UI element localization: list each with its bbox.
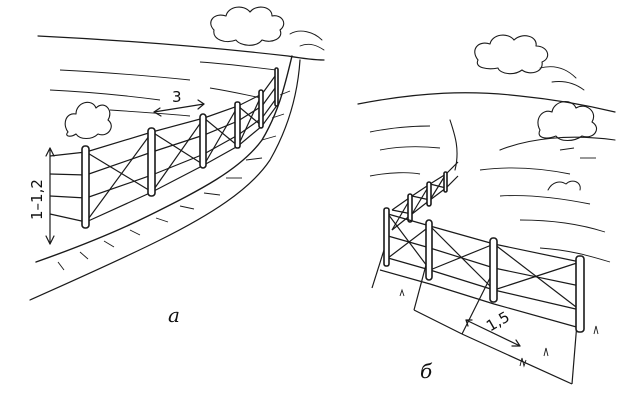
- spacing-label-a: 3: [172, 88, 182, 106]
- post: [426, 181, 432, 207]
- cloud-b-wisp-2: [551, 81, 585, 91]
- cloud-a-wisp-2: [299, 43, 325, 51]
- post: [425, 219, 433, 281]
- bush-b: [537, 101, 597, 142]
- post: [258, 89, 264, 129]
- post: [575, 255, 585, 333]
- figure-letter-a: а: [168, 303, 180, 327]
- fence-posts-a: [81, 67, 279, 229]
- field-strokes-b: [369, 125, 611, 263]
- fence-near-b: [371, 213, 581, 385]
- post: [274, 67, 279, 107]
- trench-edge-a: [35, 55, 293, 263]
- shrub-b: [547, 180, 581, 191]
- slope-hatching-a: [57, 90, 291, 271]
- far-mound-b: [499, 136, 616, 151]
- hill-line-a: [37, 35, 325, 61]
- panel-b: 1,5 б: [357, 34, 616, 385]
- post: [383, 207, 390, 267]
- cloud-b-wisp: [539, 66, 577, 79]
- post: [81, 145, 90, 229]
- height-dimension-a: 1–1,2: [28, 147, 55, 245]
- bush-a: [64, 101, 112, 140]
- hill-line-b: [357, 92, 616, 113]
- trench-lower-edge-a: [29, 59, 301, 301]
- fence-far-b: [391, 161, 459, 231]
- spacing-dimension-b: 1,5: [465, 308, 521, 347]
- post: [234, 101, 241, 149]
- fence-wires-a: [49, 71, 279, 223]
- post: [199, 113, 207, 169]
- post: [489, 237, 498, 303]
- field-strokes-a: [49, 61, 277, 117]
- fence-posts-b: [383, 207, 585, 333]
- cloud-a-wisp: [289, 30, 323, 41]
- post: [147, 127, 156, 197]
- near-slope-b: [449, 119, 458, 171]
- cloud-a: [210, 6, 285, 46]
- height-label: 1–1,2: [28, 179, 46, 220]
- post: [443, 171, 448, 193]
- spacing-label-b: 1,5: [483, 308, 513, 336]
- figure-letter-b: б: [420, 359, 433, 383]
- grass-tufts-b: [399, 288, 599, 368]
- cloud-b: [474, 34, 549, 75]
- panel-a: 1–1,2 3 а: [28, 6, 325, 327]
- post: [407, 193, 413, 223]
- spacing-dimension-a: 3: [153, 88, 205, 117]
